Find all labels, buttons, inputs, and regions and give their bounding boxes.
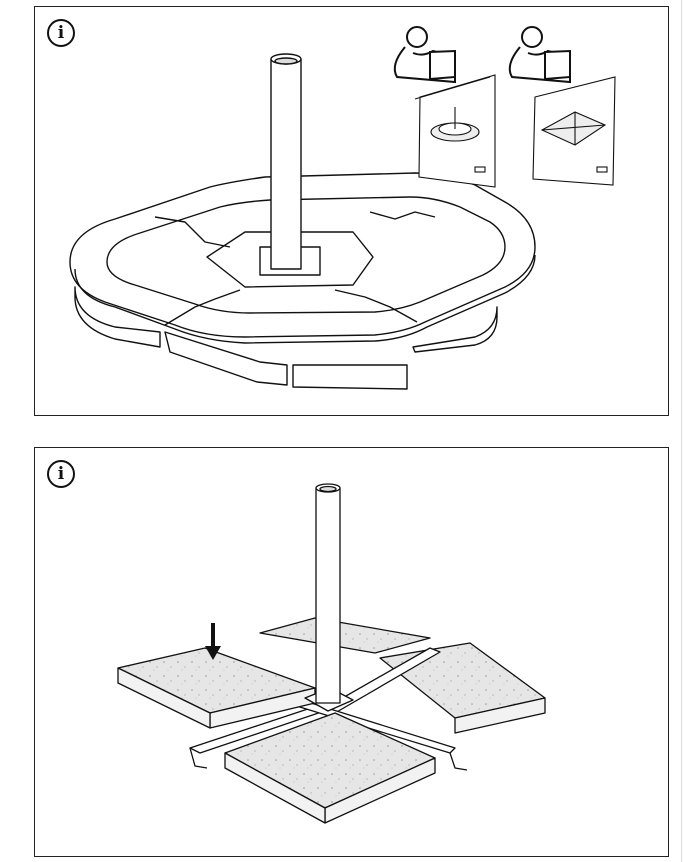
down-arrow-icon [205,623,221,660]
booklet-triangular-weight-base [508,26,616,186]
page-edge-rule [681,0,682,862]
booklet-plastic-weight-base [393,26,496,188]
reading-person-icon [508,26,571,84]
reading-person-icon [393,26,456,84]
info-icon: i [47,460,75,488]
info-icon: i [47,19,75,47]
cross-base-illustration [117,483,546,824]
umbrella-base-illustration [69,26,616,390]
instruction-panel-bottom: i [34,447,669,857]
instruction-panel-top: i [34,6,669,416]
